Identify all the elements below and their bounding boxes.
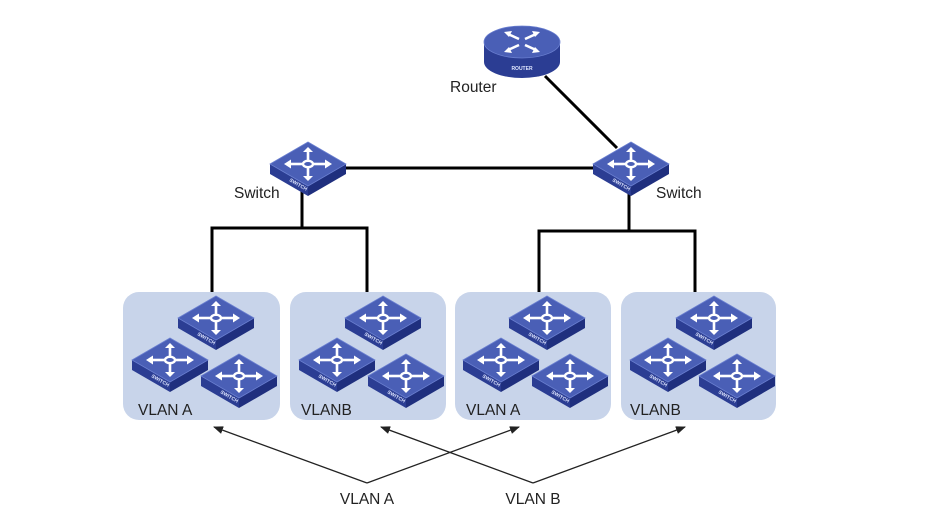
arrow-vlan-b-to-group-4 <box>532 426 686 484</box>
vlan-group-label: VLAN A <box>466 402 521 419</box>
vlan-group-4[interactable]: VLANB <box>621 292 777 420</box>
vlan-group-label: VLANB <box>301 402 352 419</box>
core-switch-left[interactable]: Switch <box>234 140 348 202</box>
link-right-tree-bus <box>537 229 697 293</box>
core-switch-right-label: Switch <box>656 185 702 202</box>
vlan-group-1[interactable]: VLAN A <box>123 292 280 420</box>
vlan-group-3[interactable]: VLAN A <box>455 292 611 420</box>
vlan-group-label: VLANB <box>630 402 681 419</box>
link-left-tree-bus <box>210 226 369 293</box>
core-switch-left-label: Switch <box>234 185 280 202</box>
core-switch-right[interactable]: Switch <box>591 140 702 202</box>
arrow-vlan-b-to-group-2 <box>380 426 534 484</box>
legend-label-vlan-a: VLAN A <box>340 491 395 508</box>
router-icon <box>482 24 562 80</box>
vlan-group-label: VLAN A <box>138 402 193 419</box>
switch-icon <box>268 140 348 198</box>
membership-arrows <box>213 426 686 484</box>
link-router-to-right-switch <box>543 74 619 150</box>
router-label: Router <box>450 79 497 96</box>
vlan-group-2[interactable]: VLANB <box>290 292 446 420</box>
legend-label-vlan-b: VLAN B <box>505 491 560 508</box>
router-node[interactable]: Router <box>450 24 562 96</box>
arrow-vlan-a-to-group-1 <box>213 426 368 484</box>
links <box>210 74 697 293</box>
arrow-vlan-a-to-group-3 <box>366 426 520 484</box>
